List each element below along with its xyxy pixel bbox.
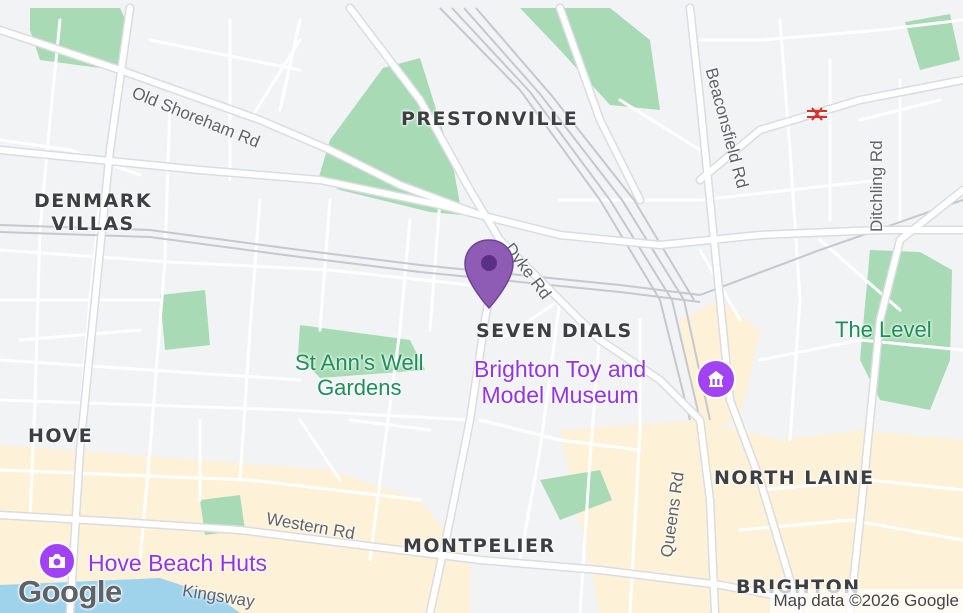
rail-icon[interactable] [806, 107, 828, 121]
road-label-ditchling: Ditchling Rd [867, 140, 886, 232]
google-logo: Google [18, 574, 122, 609]
camera-icon[interactable] [38, 542, 76, 580]
area-label-denmark-villas-line2: VILLAS [51, 212, 135, 235]
area-label-hove: HOVE [28, 425, 94, 447]
park-label-st-anns-line2: Gardens [317, 375, 402, 401]
poi-label-hove-beach-huts[interactable]: Hove Beach Huts [88, 550, 267, 576]
museum-icon[interactable] [696, 359, 736, 399]
poi-label-toy-museum[interactable]: Brighton Toy and Model Museum [474, 356, 647, 409]
park-label-the-level[interactable]: The Level [835, 317, 932, 342]
poi-label-toy-museum-line2: Model Museum [481, 381, 639, 408]
area-label-prestonville: PRESTONVILLE [401, 108, 579, 130]
map-attribution[interactable]: Map data ©2026 Google [769, 589, 963, 613]
poi-label-toy-museum-line1: Brighton Toy and [474, 356, 647, 382]
park-label-st-anns-well-gardens[interactable]: St Ann's Well Gardens [295, 350, 424, 401]
area-label-denmark-villas-line1: DENMARK [34, 190, 153, 212]
park-label-st-anns-line1: St Ann's Well [295, 350, 424, 375]
area-label-denmark-villas: DENMARK VILLAS [34, 190, 152, 236]
area-label-north-laine: NORTH LAINE [714, 467, 875, 489]
area-label-seven-dials: SEVEN DIALS [476, 320, 633, 342]
map-pin-icon[interactable] [462, 238, 516, 312]
area-label-montpelier: MONTPELIER [403, 535, 556, 557]
